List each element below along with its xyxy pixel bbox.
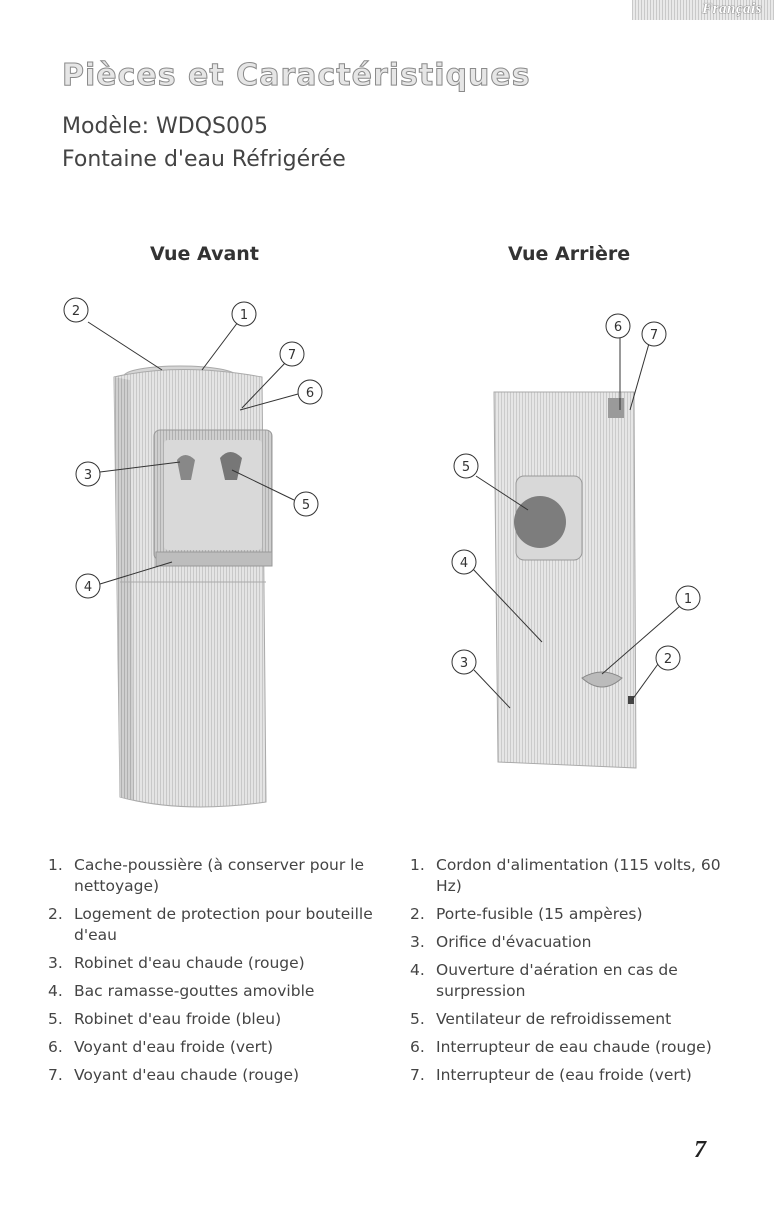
back-callout-6: 6 [605,313,631,339]
svg-text:5: 5 [302,498,310,513]
front-callout-7: 7 [279,341,305,367]
front-callout-4: 4 [75,573,101,599]
front-callout-2: 2 [63,297,89,323]
page-number: 7 [694,1137,706,1163]
svg-text:6: 6 [306,386,314,401]
front-view-illustration: 2 1 7 6 3 5 4 [63,297,323,808]
svg-text:3: 3 [84,468,92,483]
svg-text:1: 1 [240,308,248,323]
list-item: 6.Voyant d'eau froide (vert) [48,1038,274,1056]
svg-text:4: 4 [84,580,92,595]
cooler-front-body [113,365,273,808]
back-callout-4: 4 [451,549,477,575]
list-item: 7.Interrupteur de (eau froide (vert) [410,1066,692,1084]
back-callout-5: 5 [453,453,479,479]
front-view-heading: Vue Avant [150,243,259,265]
front-callout-5: 5 [293,491,319,517]
back-view-figure: 6 7 5 4 1 3 2 [432,300,718,780]
list-item: 5.Robinet d'eau froide (bleu) [48,1010,282,1028]
model-number: Modèle: WDQS005 [62,114,268,139]
svg-text:4: 4 [460,556,468,571]
back-callout-2: 2 [655,645,681,671]
front-view-figure: 2 1 7 6 3 5 4 [52,282,352,812]
back-view-illustration: 6 7 5 4 1 3 2 [451,313,701,769]
front-callout-3: 3 [75,461,101,487]
list-item: 3.Robinet d'eau chaude (rouge) [48,954,305,972]
back-callout-1: 1 [675,585,701,611]
language-label: Français [702,1,762,17]
list-item: 3.Orifice d'évacuation [410,933,592,951]
svg-text:7: 7 [650,328,658,343]
list-item: 2.Porte-fusible (15 ampères) [410,905,643,923]
back-callout-7: 7 [641,321,667,347]
back-parts-list: 1.Cordon d'alimentation (115 volts, 60 H… [410,855,740,1093]
svg-text:5: 5 [462,460,470,475]
svg-text:2: 2 [72,304,80,319]
list-item: 4.Bac ramasse-gouttes amovible [48,982,315,1000]
list-item: 6.Interrupteur de eau chaude (rouge) [410,1038,712,1056]
product-name: Fontaine d'eau Réfrigérée [62,147,346,172]
list-item: 1.Cordon d'alimentation (115 volts, 60 H… [410,856,721,895]
cooler-back-body [493,391,637,769]
svg-text:7: 7 [288,348,296,363]
front-parts-list: 1.Cache-poussière (à conserver pour le n… [48,855,388,1093]
back-view-heading: Vue Arrière [508,243,631,265]
list-item: 5.Ventilateur de refroidissement [410,1010,672,1028]
list-item: 2.Logement de protection pour bouteille … [48,905,373,944]
svg-text:3: 3 [460,656,468,671]
list-item: 1.Cache-poussière (à conserver pour le n… [48,856,365,895]
language-tab: Français [632,0,774,20]
svg-text:2: 2 [664,652,672,667]
svg-text:1: 1 [684,592,692,607]
front-callout-6: 6 [297,379,323,405]
front-callout-1: 1 [231,301,257,327]
list-item: 7.Voyant d'eau chaude (rouge) [48,1066,300,1084]
svg-text:6: 6 [614,320,622,335]
back-callout-3: 3 [451,649,477,675]
list-item: 4.Ouverture d'aération en cas de surpres… [410,961,678,1000]
page-title: Pièces et Caractéristiques [62,58,531,94]
